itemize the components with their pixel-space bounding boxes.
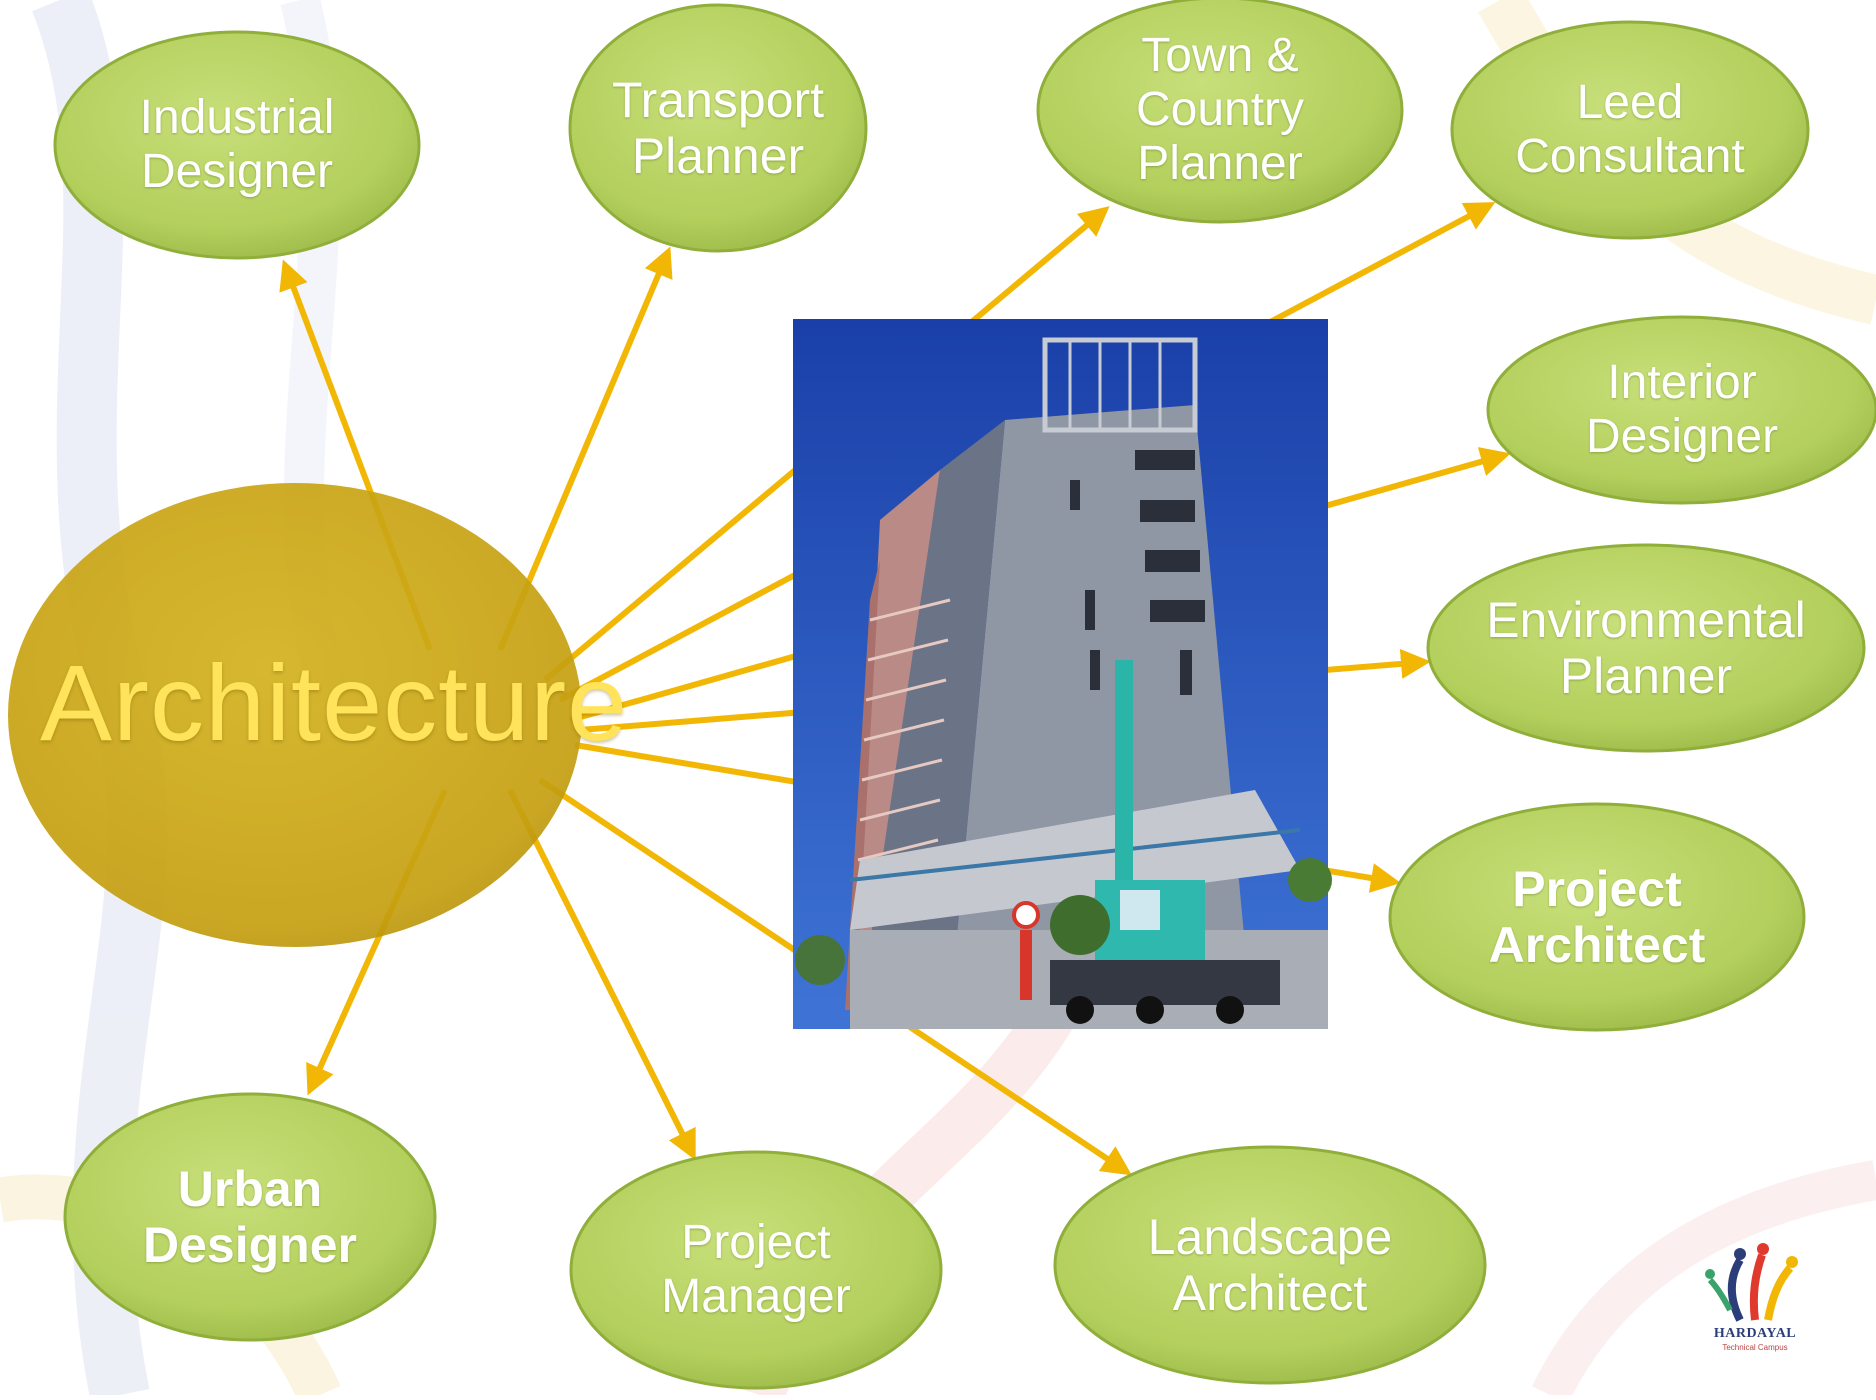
industrial-designer-ellipse [53, 30, 421, 260]
building-photo [793, 319, 1332, 1029]
architecture-center-ellipse [8, 483, 582, 947]
environmental-planner-ellipse [1426, 543, 1866, 753]
hardayal-logo: HARDAYAL Technical Campus [1700, 1240, 1810, 1360]
leed-consultant-ellipse [1450, 20, 1810, 240]
urban-designer-ellipse [63, 1092, 437, 1342]
arrow-to-project-manager [507, 788, 696, 1161]
logo-figures-icon [1705, 1243, 1798, 1322]
logo-subtitle: Technical Campus [1722, 1343, 1788, 1352]
town-country-planner-ellipse [1036, 0, 1404, 224]
logo-name: HARDAYAL [1713, 1326, 1797, 1341]
interior-designer-ellipse [1486, 315, 1876, 505]
landscape-architect-ellipse [1053, 1145, 1487, 1385]
transport-planner-ellipse [568, 3, 868, 253]
architecture-label: Architecture [40, 642, 629, 763]
project-architect-ellipse [1388, 802, 1806, 1032]
role-bubbles [53, 0, 1876, 1390]
project-manager-ellipse [569, 1150, 943, 1390]
